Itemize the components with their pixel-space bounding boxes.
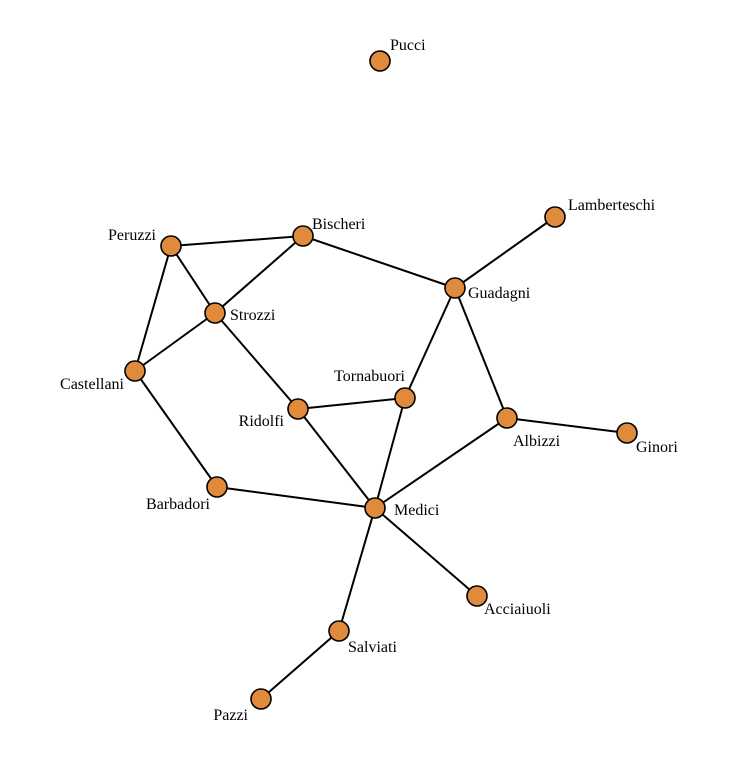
node-tornabuori xyxy=(394,387,416,409)
edge-albizzi-medici xyxy=(374,417,508,509)
edge-bischeri-strozzi xyxy=(214,235,304,314)
node-peruzzi xyxy=(160,235,182,257)
edge-medici-salviati xyxy=(338,507,376,632)
node-label-ridolfi: Ridolfi xyxy=(239,413,285,430)
edge-ridolfi-tornabuori xyxy=(297,397,406,410)
node-label-pazzi: Pazzi xyxy=(213,707,248,724)
node-label-guadagni: Guadagni xyxy=(468,285,531,302)
node-bischeri xyxy=(292,225,314,247)
edge-castellani-barbadori xyxy=(134,370,218,488)
edge-medici-acciaiuoli xyxy=(374,507,478,597)
edge-guadagni-albizzi xyxy=(454,287,508,419)
nodes-layer xyxy=(124,50,638,710)
node-castellani xyxy=(124,360,146,382)
edges-layer xyxy=(134,216,628,700)
node-albizzi xyxy=(496,407,518,429)
node-ginori xyxy=(616,422,638,444)
edge-salviati-pazzi xyxy=(260,630,340,700)
node-label-salviati: Salviati xyxy=(348,639,397,656)
node-guadagni xyxy=(444,277,466,299)
edge-guadagni-tornabuori xyxy=(404,287,456,399)
node-ridolfi xyxy=(287,398,309,420)
node-label-castellani: Castellani xyxy=(60,376,125,393)
node-label-lamberteschi: Lamberteschi xyxy=(568,197,656,214)
node-medici xyxy=(364,497,386,519)
edge-ridolfi-medici xyxy=(297,408,376,509)
node-strozzi xyxy=(204,302,226,324)
node-lamberteschi xyxy=(544,206,566,228)
node-label-medici: Medici xyxy=(394,502,440,519)
node-label-albizzi: Albizzi xyxy=(513,433,561,450)
node-pucci xyxy=(369,50,391,72)
node-label-ginori: Ginori xyxy=(636,439,678,456)
node-label-peruzzi: Peruzzi xyxy=(108,227,157,244)
node-label-barbadori: Barbadori xyxy=(146,496,211,513)
edge-bischeri-guadagni xyxy=(302,235,456,289)
node-barbadori xyxy=(206,476,228,498)
edge-peruzzi-strozzi xyxy=(170,245,216,314)
node-pazzi xyxy=(250,688,272,710)
edge-strozzi-castellani xyxy=(134,312,216,372)
node-label-bischeri: Bischeri xyxy=(312,216,366,233)
node-label-strozzi: Strozzi xyxy=(230,307,276,324)
edge-albizzi-ginori xyxy=(506,417,628,434)
edge-tornabuori-medici xyxy=(374,397,406,509)
edge-strozzi-ridolfi xyxy=(214,312,299,410)
edge-guadagni-lamberteschi xyxy=(454,216,556,289)
edge-barbadori-medici xyxy=(216,486,376,509)
node-salviati xyxy=(328,620,350,642)
edge-peruzzi-bischeri xyxy=(170,235,304,247)
edge-peruzzi-castellani xyxy=(134,245,172,372)
node-label-acciaiuoli: Acciaiuoli xyxy=(484,601,551,618)
node-label-pucci: Pucci xyxy=(390,37,426,54)
node-acciaiuoli xyxy=(466,585,488,607)
node-label-tornabuori: Tornabuori xyxy=(334,368,405,385)
